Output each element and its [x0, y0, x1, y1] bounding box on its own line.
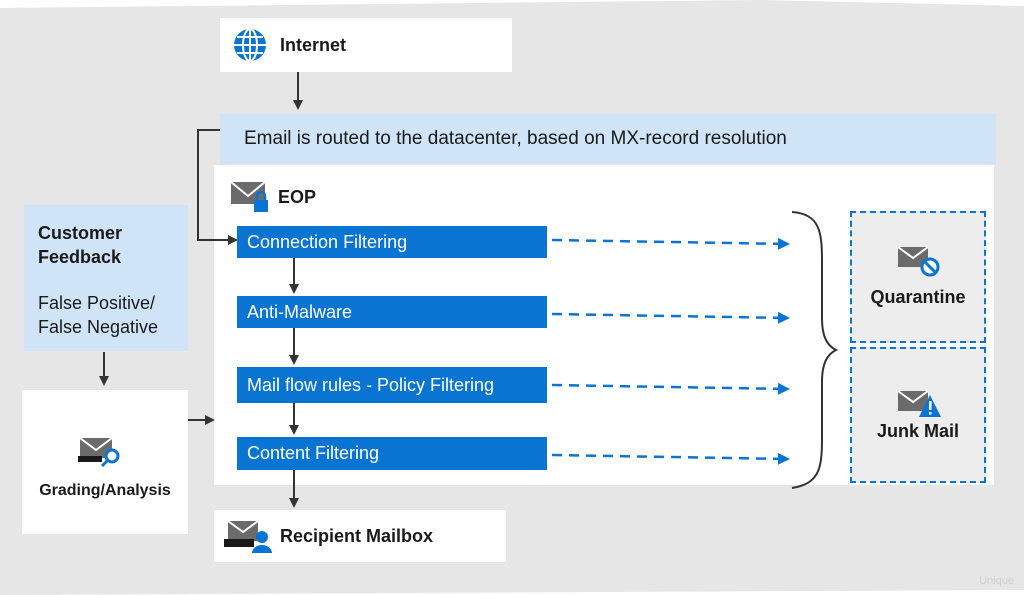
step-label: Connection Filtering	[247, 231, 408, 252]
routing-arrow	[197, 129, 238, 245]
customer-feedback-box: Customer Feedback False Positive/ False …	[24, 205, 188, 351]
junk-mail-label: Junk Mail	[876, 421, 960, 441]
dash-arrow-4	[551, 452, 790, 465]
step-anti-malware: Anti-Malware	[237, 296, 547, 328]
grading-label: Grading/Analysis	[39, 482, 171, 499]
internet-box: Internet	[220, 18, 512, 72]
junk-mail-box: Junk Mail	[850, 347, 986, 483]
dash-arrow-2	[551, 311, 790, 324]
watermark: Unique	[979, 575, 1014, 587]
mail-warning-icon	[897, 390, 941, 417]
step-label: Anti-Malware	[247, 301, 353, 322]
globe-icon	[234, 28, 266, 62]
quarantine-box: Quarantine	[850, 211, 986, 343]
step-label: Mail flow rules - Policy Filtering	[247, 374, 495, 395]
mail-lock-icon	[230, 181, 268, 212]
step-connection-filtering: Connection Filtering	[237, 226, 547, 258]
mail-user-icon	[224, 520, 272, 553]
mail-block-icon	[897, 246, 940, 277]
grading-box: Grading/Analysis	[22, 390, 188, 534]
dash-arrow-3	[551, 382, 790, 395]
eop-label: EOP	[278, 186, 317, 207]
routing-banner-text: Email is routed to the datacenter, based…	[244, 128, 787, 149]
recipient-box: Recipient Mailbox	[214, 510, 506, 562]
quarantine-label: Quarantine	[870, 287, 966, 307]
mail-search-icon	[78, 437, 120, 468]
step-policy-filtering: Mail flow rules - Policy Filtering	[237, 367, 547, 403]
routing-banner: Email is routed to the datacenter, based…	[220, 114, 996, 164]
step-label: Content Filtering	[247, 443, 380, 463]
internet-label: Internet	[280, 34, 347, 55]
eop-header: EOP	[230, 180, 316, 214]
customer-feedback-body: False Positive/ False Negative	[38, 293, 159, 337]
recipient-label: Recipient Mailbox	[280, 525, 434, 546]
dash-arrow-1	[551, 237, 790, 250]
outcome-brace	[791, 211, 839, 489]
customer-feedback-title: Customer Feedback	[38, 223, 123, 267]
step-content-filtering: Content Filtering	[237, 437, 547, 470]
